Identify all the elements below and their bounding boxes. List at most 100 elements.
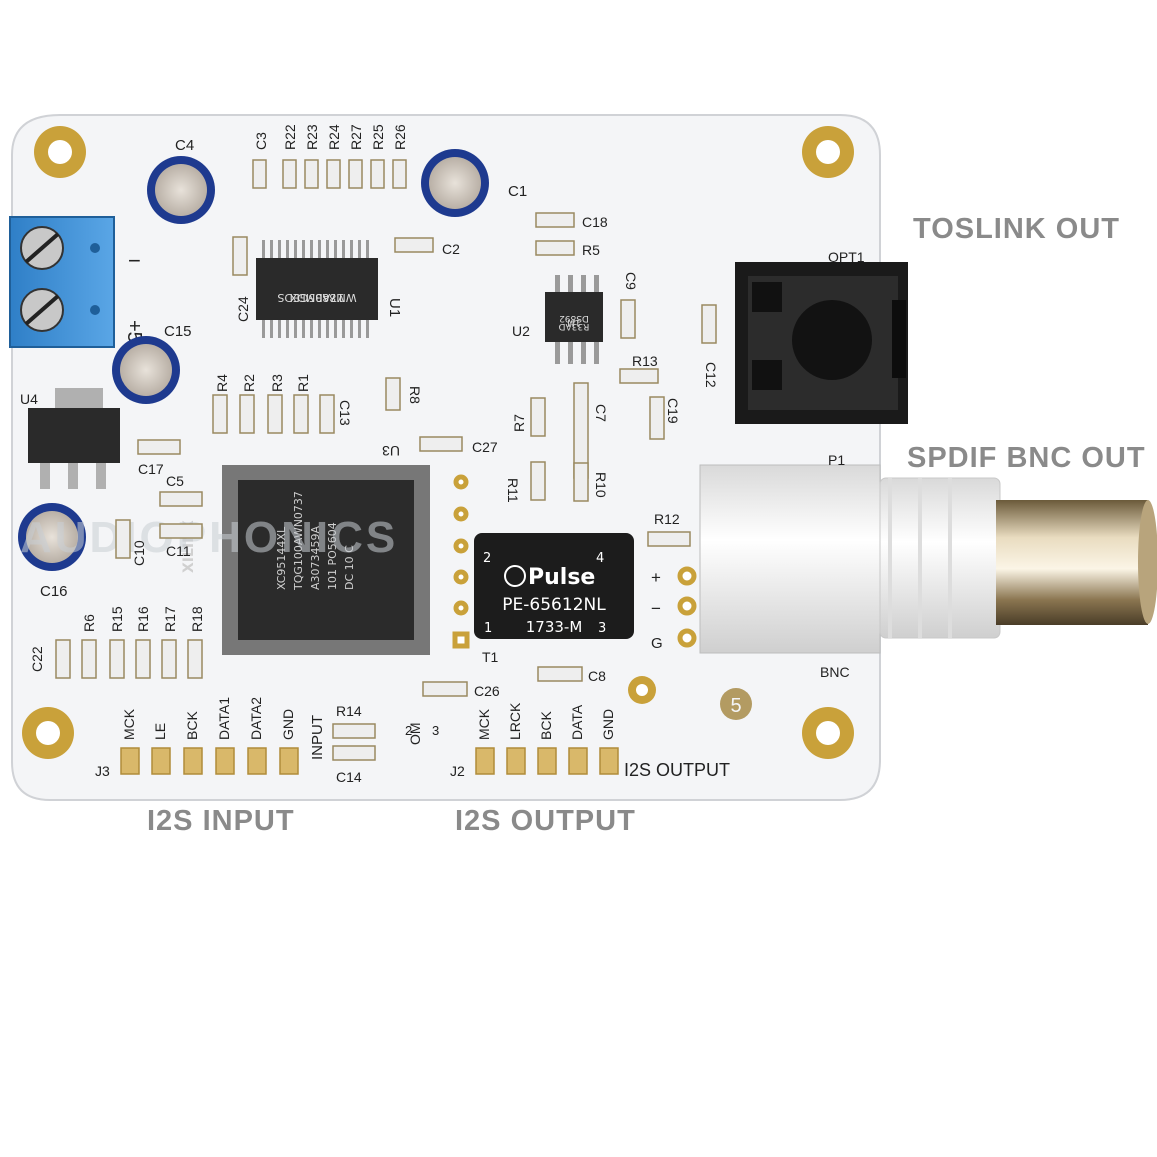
- silk-r16: R16: [135, 606, 151, 632]
- pulse-code: 1733-M: [526, 618, 583, 636]
- silk-c15: C15: [164, 323, 192, 340]
- callout-toslink-out: TOSLINK OUT: [913, 213, 1121, 245]
- silk-plus: +: [651, 568, 661, 587]
- pulse-pin-1: 1: [484, 621, 492, 636]
- silk-r5: R5: [582, 242, 600, 258]
- silk-num2: 2: [405, 723, 412, 738]
- pulse-pin-4: 4: [596, 551, 604, 566]
- u1-marking-2: 17ABMDX: [289, 291, 344, 304]
- silk-r27: R27: [348, 124, 364, 150]
- silkscreen-refs: C3 R22 R23 R24 R27 R25 R26 C2 C18 R5 C9 …: [29, 124, 730, 785]
- silk-r22: R22: [282, 124, 298, 150]
- silk-r8: R8: [407, 386, 423, 404]
- u1-marking-1: WM8805GEDS: [277, 291, 356, 304]
- silk-r26: R26: [392, 124, 408, 150]
- pulse-pin-2: 2: [483, 551, 491, 566]
- silk-r6: R6: [81, 614, 97, 632]
- silk-i2s-output: I2S OUTPUT: [624, 760, 730, 780]
- silk-r15: R15: [109, 606, 125, 632]
- spdif-pads: [677, 566, 697, 648]
- j3-pin-5: DATA2: [248, 697, 264, 740]
- u3-marking-2: TQG100AWN0737: [292, 491, 305, 591]
- j2-pin-1: MCK: [476, 708, 492, 740]
- silk-c7: C7: [593, 404, 609, 422]
- bnc-connector: [699, 464, 1157, 654]
- silk-r14: R14: [336, 703, 362, 719]
- silk-c8: C8: [588, 668, 606, 684]
- silk-t1: T1: [482, 649, 499, 665]
- silk-u2: U2: [512, 323, 530, 339]
- silk-c4: C4: [175, 137, 194, 154]
- silk-c26: C26: [474, 683, 500, 699]
- electrolytic-capacitors: [18, 149, 489, 571]
- u3-marking-3: A3073459A: [309, 525, 322, 590]
- silk-r18: R18: [189, 606, 205, 632]
- silk-r13: R13: [632, 353, 658, 369]
- u3-marking-4: 101 PO5604: [326, 522, 339, 590]
- u3-marking-1: XC95144XL: [275, 526, 288, 590]
- chip-u1: WM8805GEDS 17ABMDX: [256, 240, 378, 338]
- silk-r3: R3: [269, 374, 285, 392]
- silk-r17: R17: [162, 606, 178, 632]
- silk-om: OM: [407, 722, 423, 745]
- silk-c17: C17: [138, 461, 164, 477]
- pulse-brand: Pulse: [528, 565, 595, 590]
- hole-number: 5: [730, 695, 741, 717]
- u2-marking-1: DS892: [559, 313, 589, 323]
- silk-r24: R24: [326, 124, 342, 150]
- pulse-transformer-t1: Pulse PE-65612NL 1733-M 2 4 1 3: [474, 533, 634, 639]
- chip-u3: XILINX XC95144XL TQG100AWN0737 A3073459A…: [181, 465, 430, 655]
- silk-u3: U3: [382, 443, 400, 459]
- silk-r12: R12: [654, 511, 680, 527]
- j2-pin-5: GND: [600, 709, 616, 740]
- watermark: AUDIOPHONICS: [20, 513, 398, 562]
- silk-c18: C18: [582, 214, 608, 230]
- j3-pin-3: BCK: [184, 711, 200, 740]
- silk-num3: 3: [432, 723, 439, 738]
- silk-u1: U1: [386, 298, 403, 317]
- silk-c1: C1: [508, 183, 527, 200]
- silk-r23: R23: [304, 124, 320, 150]
- silk-c14: C14: [336, 769, 362, 785]
- silk-c22: C22: [29, 646, 45, 672]
- callout-i2s-output: I2S OUTPUT: [455, 805, 636, 837]
- silk-r2: R2: [241, 374, 257, 392]
- j3-pin-1: MCK: [121, 708, 137, 740]
- toslink-connector: [735, 262, 908, 424]
- silk-c27: C27: [472, 439, 498, 455]
- header-j2: [475, 747, 619, 775]
- silk-c16: C16: [40, 583, 68, 600]
- silk-j3: J3: [95, 763, 110, 779]
- pulse-pin-3: 3: [598, 621, 606, 636]
- silk-c2: C2: [442, 241, 460, 257]
- silk-c13: C13: [337, 400, 353, 426]
- silk-neg: −: [651, 599, 661, 618]
- silk-c12: C12: [703, 362, 719, 388]
- j2-pin-4: DATA: [569, 704, 585, 740]
- silk-g: G: [651, 635, 663, 652]
- silk-bnc: BNC: [820, 664, 850, 680]
- pulse-part: PE-65612NL: [502, 595, 606, 615]
- u2-marking-2: 1M: [567, 317, 581, 327]
- silk-opt1: OPT1: [828, 249, 865, 265]
- silk-minus: −: [128, 248, 141, 273]
- silk-r25: R25: [370, 124, 386, 150]
- chip-u2: DS892 1M R33AD: [545, 275, 603, 364]
- j3-pin-4: DATA1: [216, 697, 232, 740]
- silk-u4: U4: [20, 391, 38, 407]
- j2-pin-3: BCK: [538, 711, 554, 740]
- j3-pin-6: GND: [280, 709, 296, 740]
- j2-pin-2: LRCK: [507, 702, 523, 740]
- callout-spdif-bnc-out: SPDIF BNC OUT: [907, 442, 1146, 474]
- silk-r4: R4: [214, 374, 230, 392]
- silk-r11: R11: [505, 478, 521, 503]
- callout-i2s-input: I2S INPUT: [147, 805, 295, 837]
- header-j3: [120, 747, 299, 775]
- silk-c3: C3: [253, 132, 269, 150]
- silk-c5: C5: [166, 473, 184, 489]
- j3-pin-2: LE: [152, 723, 168, 740]
- silk-r7: R7: [511, 414, 527, 432]
- power-terminal-block: [9, 216, 115, 348]
- silk-c10: C10: [131, 540, 147, 566]
